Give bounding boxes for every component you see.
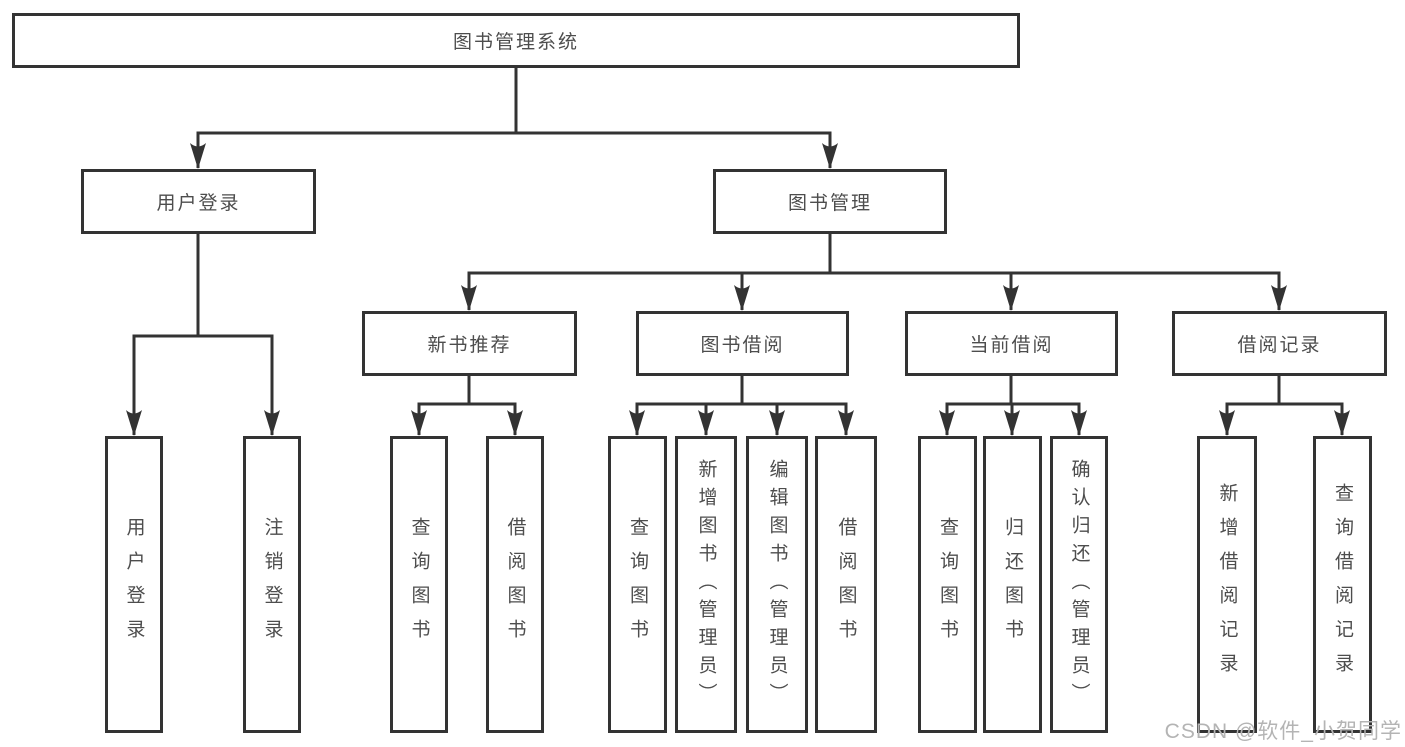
leaf-bb-edit-books-admin: 编辑图书（管理员） [746,436,808,733]
leaf-user-login-label: 用户登录 [123,516,145,653]
node-current-borrowing-label: 当前借阅 [969,335,1054,356]
csdn-watermark: CSDN @软件_小贺同学 [1164,720,1402,743]
leaf-br-add-borrow-record-label: 新增借阅记录 [1216,482,1238,687]
leaf-nb-borrow-books-label: 借阅图书 [504,516,526,653]
leaf-br-add-borrow-record: 新增借阅记录 [1197,436,1257,733]
leaf-cb-return-books-label: 归还图书 [1002,516,1023,653]
node-current-borrowing: 当前借阅 [905,311,1118,376]
leaf-bb-query-books-label: 查询图书 [627,516,648,653]
node-user-login-label: 用户登录 [156,193,241,214]
leaf-logout-login-label: 注销登录 [261,516,283,653]
connector-root-to-level2 [190,68,838,169]
node-borrowing-records-label: 借阅记录 [1237,335,1322,356]
leaf-logout-login: 注销登录 [243,436,301,733]
leaf-nb-query-books-label: 查询图书 [408,516,430,653]
connector-book-borrowing-children [629,376,854,436]
leaf-cb-return-books: 归还图书 [983,436,1042,733]
node-borrowing-records: 借阅记录 [1172,311,1387,376]
node-library-management-system: 图书管理系统 [12,13,1020,68]
node-user-login: 用户登录 [81,169,316,234]
leaf-br-query-borrow-record-label: 查询借阅记录 [1332,482,1353,687]
connector-borrowing-records-children [1219,376,1350,436]
leaf-bb-query-books: 查询图书 [608,436,667,733]
leaf-bb-edit-books-admin-label: 编辑图书（管理员） [766,458,788,711]
leaf-cb-confirm-return-admin-label: 确认归还（管理员） [1068,458,1090,711]
leaf-bb-add-books-admin: 新增图书（管理员） [675,436,737,733]
node-book-borrowing-label: 图书借阅 [700,335,785,356]
connector-user-login-children [126,234,280,436]
leaf-bb-borrow-books-label: 借阅图书 [835,516,857,653]
leaf-bb-borrow-books: 借阅图书 [815,436,877,733]
leaf-cb-confirm-return-admin: 确认归还（管理员） [1050,436,1108,733]
node-book-borrowing: 图书借阅 [636,311,849,376]
leaf-br-query-borrow-record: 查询借阅记录 [1313,436,1372,733]
node-book-management: 图书管理 [713,169,947,234]
leaf-cb-query-books: 查询图书 [918,436,977,733]
leaf-nb-query-books: 查询图书 [390,436,448,733]
node-new-book-recommendation-label: 新书推荐 [427,335,512,356]
leaf-nb-borrow-books: 借阅图书 [486,436,544,733]
leaf-cb-query-books-label: 查询图书 [937,516,958,653]
node-library-management-system-label: 图书管理系统 [452,32,579,53]
leaf-user-login: 用户登录 [105,436,163,733]
connector-new-book-recommendation-children [411,376,523,436]
node-book-management-label: 图书管理 [787,193,872,214]
leaf-bb-add-books-admin-label: 新增图书（管理员） [695,458,717,711]
connector-book-management-children [461,234,1287,311]
node-new-book-recommendation: 新书推荐 [362,311,577,376]
connector-current-borrowing-children [939,376,1087,436]
